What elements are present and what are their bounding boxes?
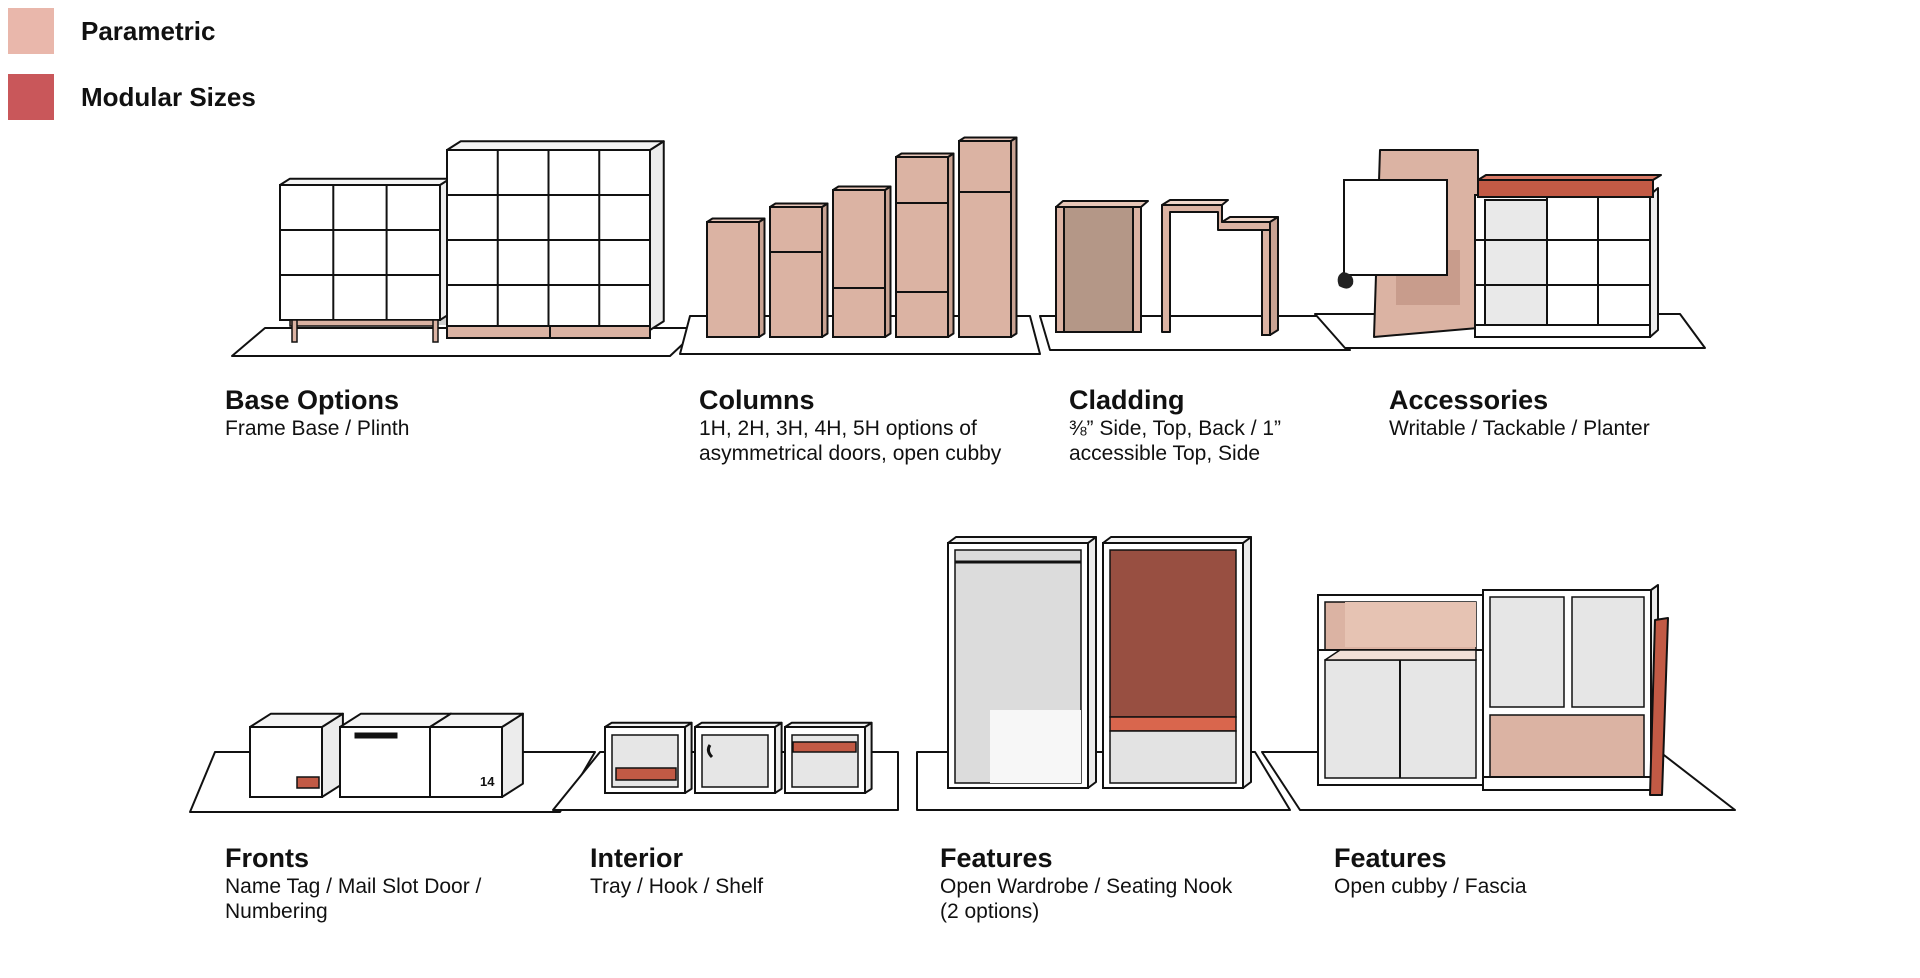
frame-rail (289, 319, 436, 327)
column-front (769, 206, 823, 338)
shelf (792, 741, 857, 753)
planter-trough-top (1477, 174, 1662, 181)
cladding-box (1055, 200, 1149, 333)
cladding-leg (1261, 229, 1271, 336)
fronts: 14 (249, 712, 524, 798)
interior (604, 721, 873, 794)
front-mail-slot-front (339, 726, 431, 798)
planter-trough (1477, 179, 1654, 198)
numbering-label: 14 (480, 774, 495, 789)
caption-base-options: Base Options Frame Base / Plinth (225, 385, 409, 441)
caption-fronts: Fronts Name Tag / Mail Slot Door / Numbe… (225, 843, 481, 924)
hook-icon (706, 744, 714, 759)
plinth-cabinet-side (649, 140, 665, 331)
caption-description: Writable / Tackable / Planter (1389, 417, 1650, 440)
caption-features-cubby: Features Open cubby / Fascia (1334, 843, 1527, 899)
column-3h (832, 185, 892, 338)
caption-description: Open cubby / Fascia (1334, 875, 1527, 898)
nook-base (1109, 730, 1237, 784)
caption-interior: Interior Tray / Hook / Shelf (590, 843, 763, 899)
cubby-upper-back (1345, 602, 1476, 647)
legend-swatch-parametric (8, 8, 54, 54)
cubby-right-bay-a (1489, 596, 1565, 708)
cladding-top (1055, 200, 1149, 208)
plinth-cabinet-top (446, 140, 665, 151)
frame-leg (291, 319, 298, 343)
planter-cabinet-side (1649, 187, 1659, 338)
legend-item-parametric: Parametric (8, 8, 256, 54)
cubby-shelf-top (1324, 649, 1477, 661)
cubby-right-bay-b (1571, 596, 1645, 708)
caption-description: Frame Base / Plinth (225, 417, 410, 440)
caption-description: 1H, 2H, 3H, 4H, 5H options of asymmetric… (699, 417, 1002, 465)
nook-top (1102, 536, 1252, 544)
column-front (958, 140, 1012, 338)
column-front (895, 156, 949, 338)
caption-description: Open Wardrobe / Seating Nook (2 options) (940, 875, 1233, 923)
legend-label-parametric: Parametric (81, 15, 216, 46)
caption-title: Features (940, 843, 1053, 873)
planter-plinth (1474, 324, 1651, 338)
cladding-left-side (1055, 206, 1065, 333)
caption-accessories: Accessories Writable / Tackable / Plante… (1389, 385, 1650, 441)
front-numbering-front (429, 726, 503, 798)
tray (615, 767, 677, 781)
mail-slot (354, 732, 398, 739)
column-front (832, 189, 886, 338)
caption-columns: Columns 1H, 2H, 3H, 4H, 5H options of as… (699, 385, 1001, 466)
column-1h (706, 217, 766, 338)
features-wardrobe-nook (947, 536, 1252, 789)
interior-hook-cube-inner (701, 734, 769, 788)
legend: Parametric Modular Sizes (8, 8, 256, 140)
caption-title: Columns (699, 385, 815, 415)
plinth (446, 325, 651, 339)
frame-cabinet-front (279, 184, 441, 321)
caption-description: Name Tag / Mail Slot Door / Numbering (225, 875, 482, 923)
caption-title: Cladding (1069, 385, 1185, 415)
name-tag (296, 776, 320, 789)
column-front (706, 221, 760, 338)
cladding-top-a (1161, 199, 1229, 206)
caption-title: Features (1334, 843, 1447, 873)
plinth-cabinet (446, 140, 665, 339)
legend-label-modular: Modular Sizes (81, 81, 256, 112)
frame-base-cabinet (279, 177, 451, 343)
frame-leg (432, 319, 439, 343)
nook-side (1242, 536, 1252, 789)
cladding-right-side (1132, 206, 1142, 333)
whiteboard (1343, 179, 1448, 276)
caption-features-wardrobe: Features Open Wardrobe / Seating Nook (2… (940, 843, 1232, 924)
wardrobe-top (947, 536, 1097, 544)
caption-title: Base Options (225, 385, 400, 415)
legend-item-modular: Modular Sizes (8, 74, 256, 120)
cladding-stepped (1161, 199, 1279, 336)
front-numbering-side (501, 712, 524, 798)
cladding-leg-side (1269, 216, 1279, 336)
legend-swatch-modular (8, 74, 54, 120)
nook-seat (1109, 716, 1237, 732)
column-5h (958, 136, 1018, 338)
column-4h (895, 152, 955, 338)
caption-description: Tray / Hook / Shelf (590, 875, 764, 898)
caption-title: Fronts (225, 843, 309, 873)
cubby-right-plinth (1482, 776, 1652, 791)
cladding-back (1055, 206, 1142, 333)
column-2h (769, 202, 829, 338)
nook-back-panel (1109, 549, 1237, 718)
cubby-right-lower (1489, 714, 1645, 778)
wardrobe-light (990, 710, 1081, 783)
fascia-panel (1649, 617, 1669, 796)
caption-title: Accessories (1389, 385, 1549, 415)
features-cubby-fascia (1317, 584, 1669, 796)
marker-holder-icon (1337, 272, 1354, 289)
caption-title: Interior (590, 843, 684, 873)
planter-open-cubby (1484, 199, 1548, 331)
wardrobe-side (1087, 536, 1097, 789)
accessories (1337, 149, 1662, 338)
cladding-profile (1161, 204, 1271, 333)
caption-cladding: Cladding ⅜” Side, Top, Back / 1” accessi… (1069, 385, 1281, 466)
caption-description: ⅜” Side, Top, Back / 1” accessible Top, … (1069, 417, 1282, 465)
